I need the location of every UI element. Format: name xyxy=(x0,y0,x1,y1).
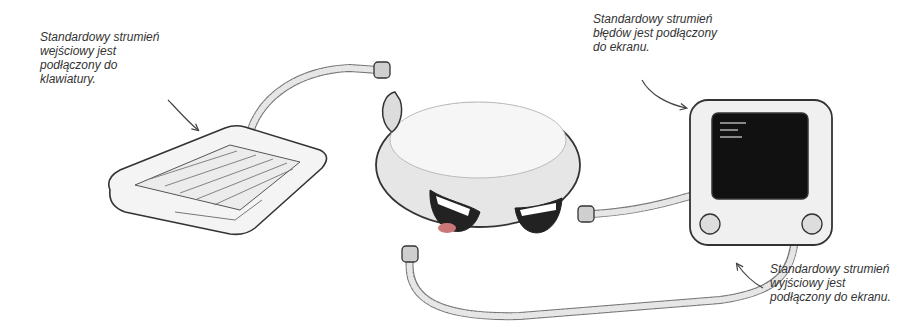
callout-holder: Standardowy strumień wejściowy jest podł… xyxy=(40,30,168,86)
key-row xyxy=(214,169,293,205)
monitor-screen xyxy=(712,113,808,199)
plug xyxy=(374,62,390,78)
tongue xyxy=(438,223,456,233)
teeth xyxy=(436,196,470,216)
key-field xyxy=(135,145,300,210)
mouth-left xyxy=(430,190,480,231)
callout-label: Standardowy strumień błędów jest podłącz… xyxy=(593,12,725,54)
screen-line xyxy=(720,129,738,131)
plug xyxy=(578,206,594,222)
speaker xyxy=(700,214,720,234)
screen-line xyxy=(720,122,746,124)
plugs xyxy=(374,62,594,262)
mouth-right xyxy=(515,198,562,233)
program-character xyxy=(376,92,580,233)
keyboard-body xyxy=(109,126,327,235)
error-cable-coil xyxy=(592,196,690,214)
key-row xyxy=(150,151,237,179)
keyboard-cable xyxy=(250,68,378,132)
output-cable-coil xyxy=(410,238,795,316)
teeth xyxy=(520,203,556,216)
screen-line xyxy=(720,136,742,138)
leaders xyxy=(168,80,763,288)
blob-top xyxy=(390,102,566,178)
key-row xyxy=(197,163,287,199)
leader-line xyxy=(737,264,763,288)
ear xyxy=(383,92,402,132)
keyboard-cable-coil xyxy=(250,68,378,132)
spacebar xyxy=(175,200,262,220)
key-row xyxy=(180,159,273,193)
plug xyxy=(402,246,418,262)
key-rows xyxy=(150,151,293,205)
blob-body xyxy=(376,103,580,227)
callout-label: Standardowy strumień wyjściowy jest podł… xyxy=(770,262,908,304)
callout-holder: Standardowy strumień wyjściowy jest podł… xyxy=(770,262,908,304)
error-cable xyxy=(592,196,690,214)
screen-lines xyxy=(720,122,746,138)
keyboard xyxy=(109,126,327,235)
callout-label: Standardowy strumień wejściowy jest podł… xyxy=(40,30,168,86)
monitor-case xyxy=(690,100,832,245)
leader-line xyxy=(642,80,686,108)
speaker xyxy=(802,214,822,234)
leader-line xyxy=(168,100,198,130)
callout-holder: Standardowy strumień błędów jest podłącz… xyxy=(593,12,725,54)
monitor xyxy=(690,100,832,245)
output-cable xyxy=(410,238,795,316)
